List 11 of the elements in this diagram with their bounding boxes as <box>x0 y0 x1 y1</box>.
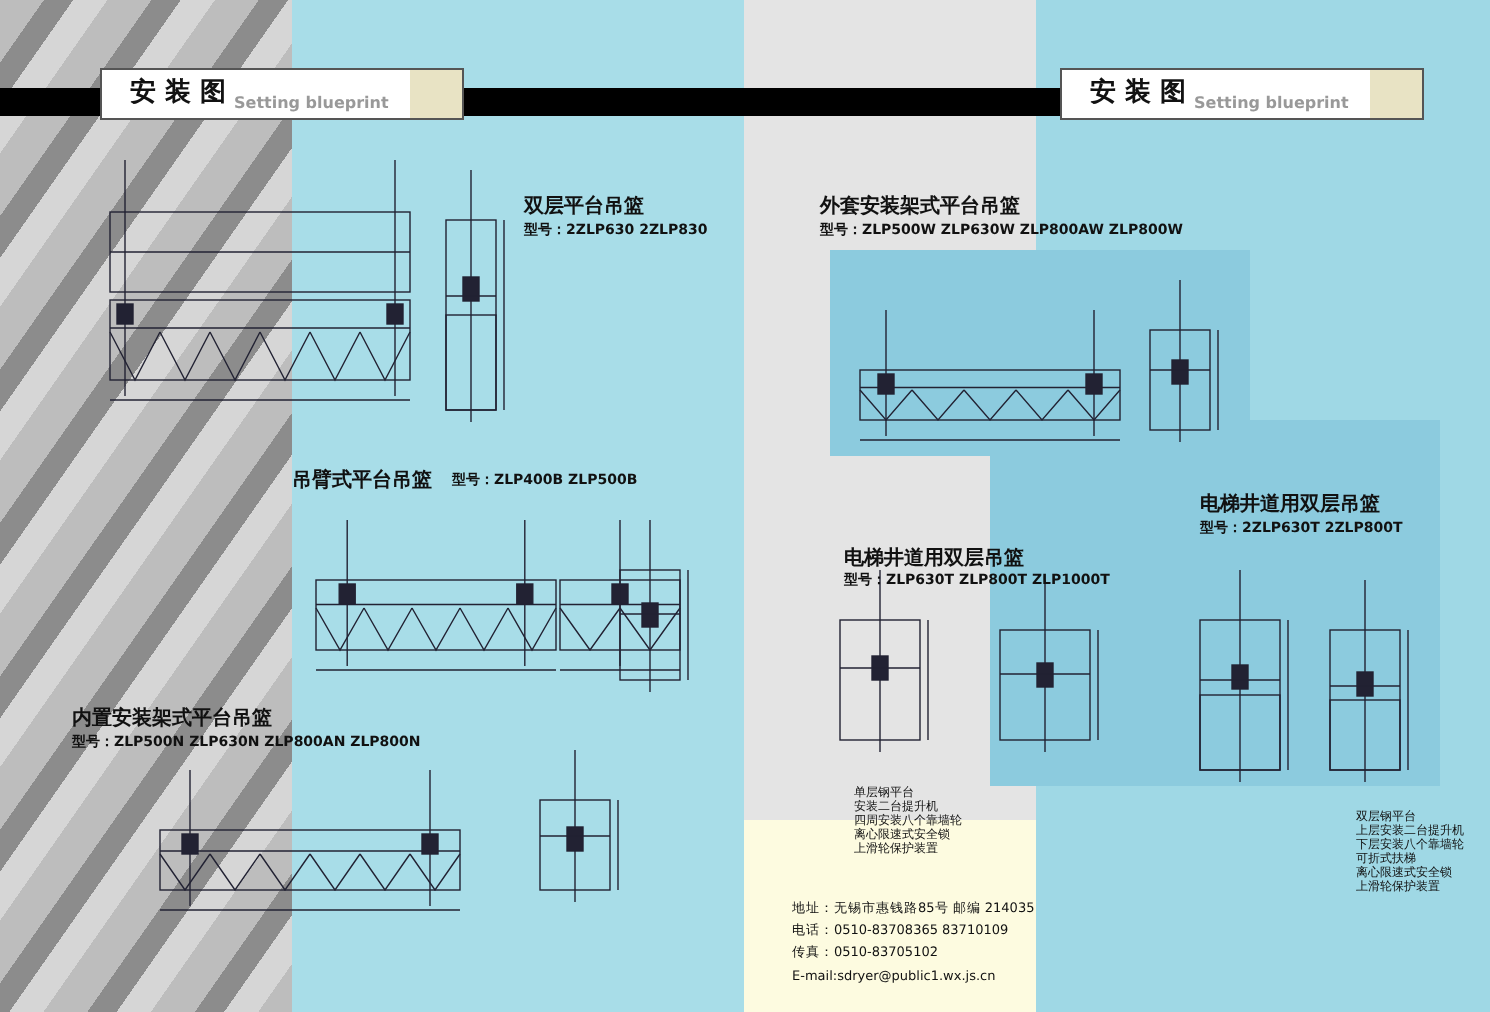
heading-title: 安 装 图 <box>1090 75 1187 110</box>
product-title: 吊臂式平台吊篮 <box>292 466 432 494</box>
product-title: 外套安装架式平台吊篮 <box>820 192 1020 220</box>
product-title: 双层平台吊篮 <box>524 193 644 220</box>
product-title: 电梯井道用双层吊篮 <box>1200 491 1380 518</box>
heading-subtitle: Setting blueprint <box>1194 94 1349 112</box>
product-title: 电梯井道用双层吊篮 <box>844 545 1024 572</box>
heading-box <box>100 68 464 120</box>
heading-subtitle: Setting blueprint <box>234 94 389 112</box>
heading-box <box>1060 68 1424 120</box>
heading-title: 安 装 图 <box>130 75 227 110</box>
